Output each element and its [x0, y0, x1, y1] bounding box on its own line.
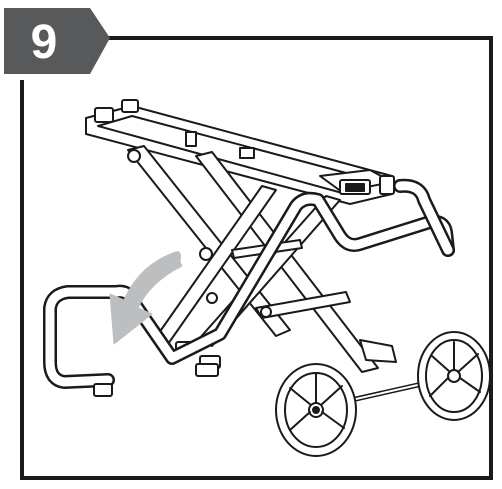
curved-arrow-icon — [109, 251, 183, 345]
top-frame — [85, 99, 395, 205]
step-badge: 9 — [4, 8, 110, 74]
foot-cap-right — [195, 363, 219, 377]
step-number: 9 — [31, 16, 58, 69]
foot-cap-left — [93, 383, 113, 397]
wheel-icon — [417, 331, 491, 421]
step-frame — [20, 36, 493, 480]
front-handle — [43, 178, 455, 397]
wheel-icon — [275, 363, 357, 457]
cart-illustration — [43, 99, 491, 457]
step-badge-shape — [4, 8, 110, 74]
